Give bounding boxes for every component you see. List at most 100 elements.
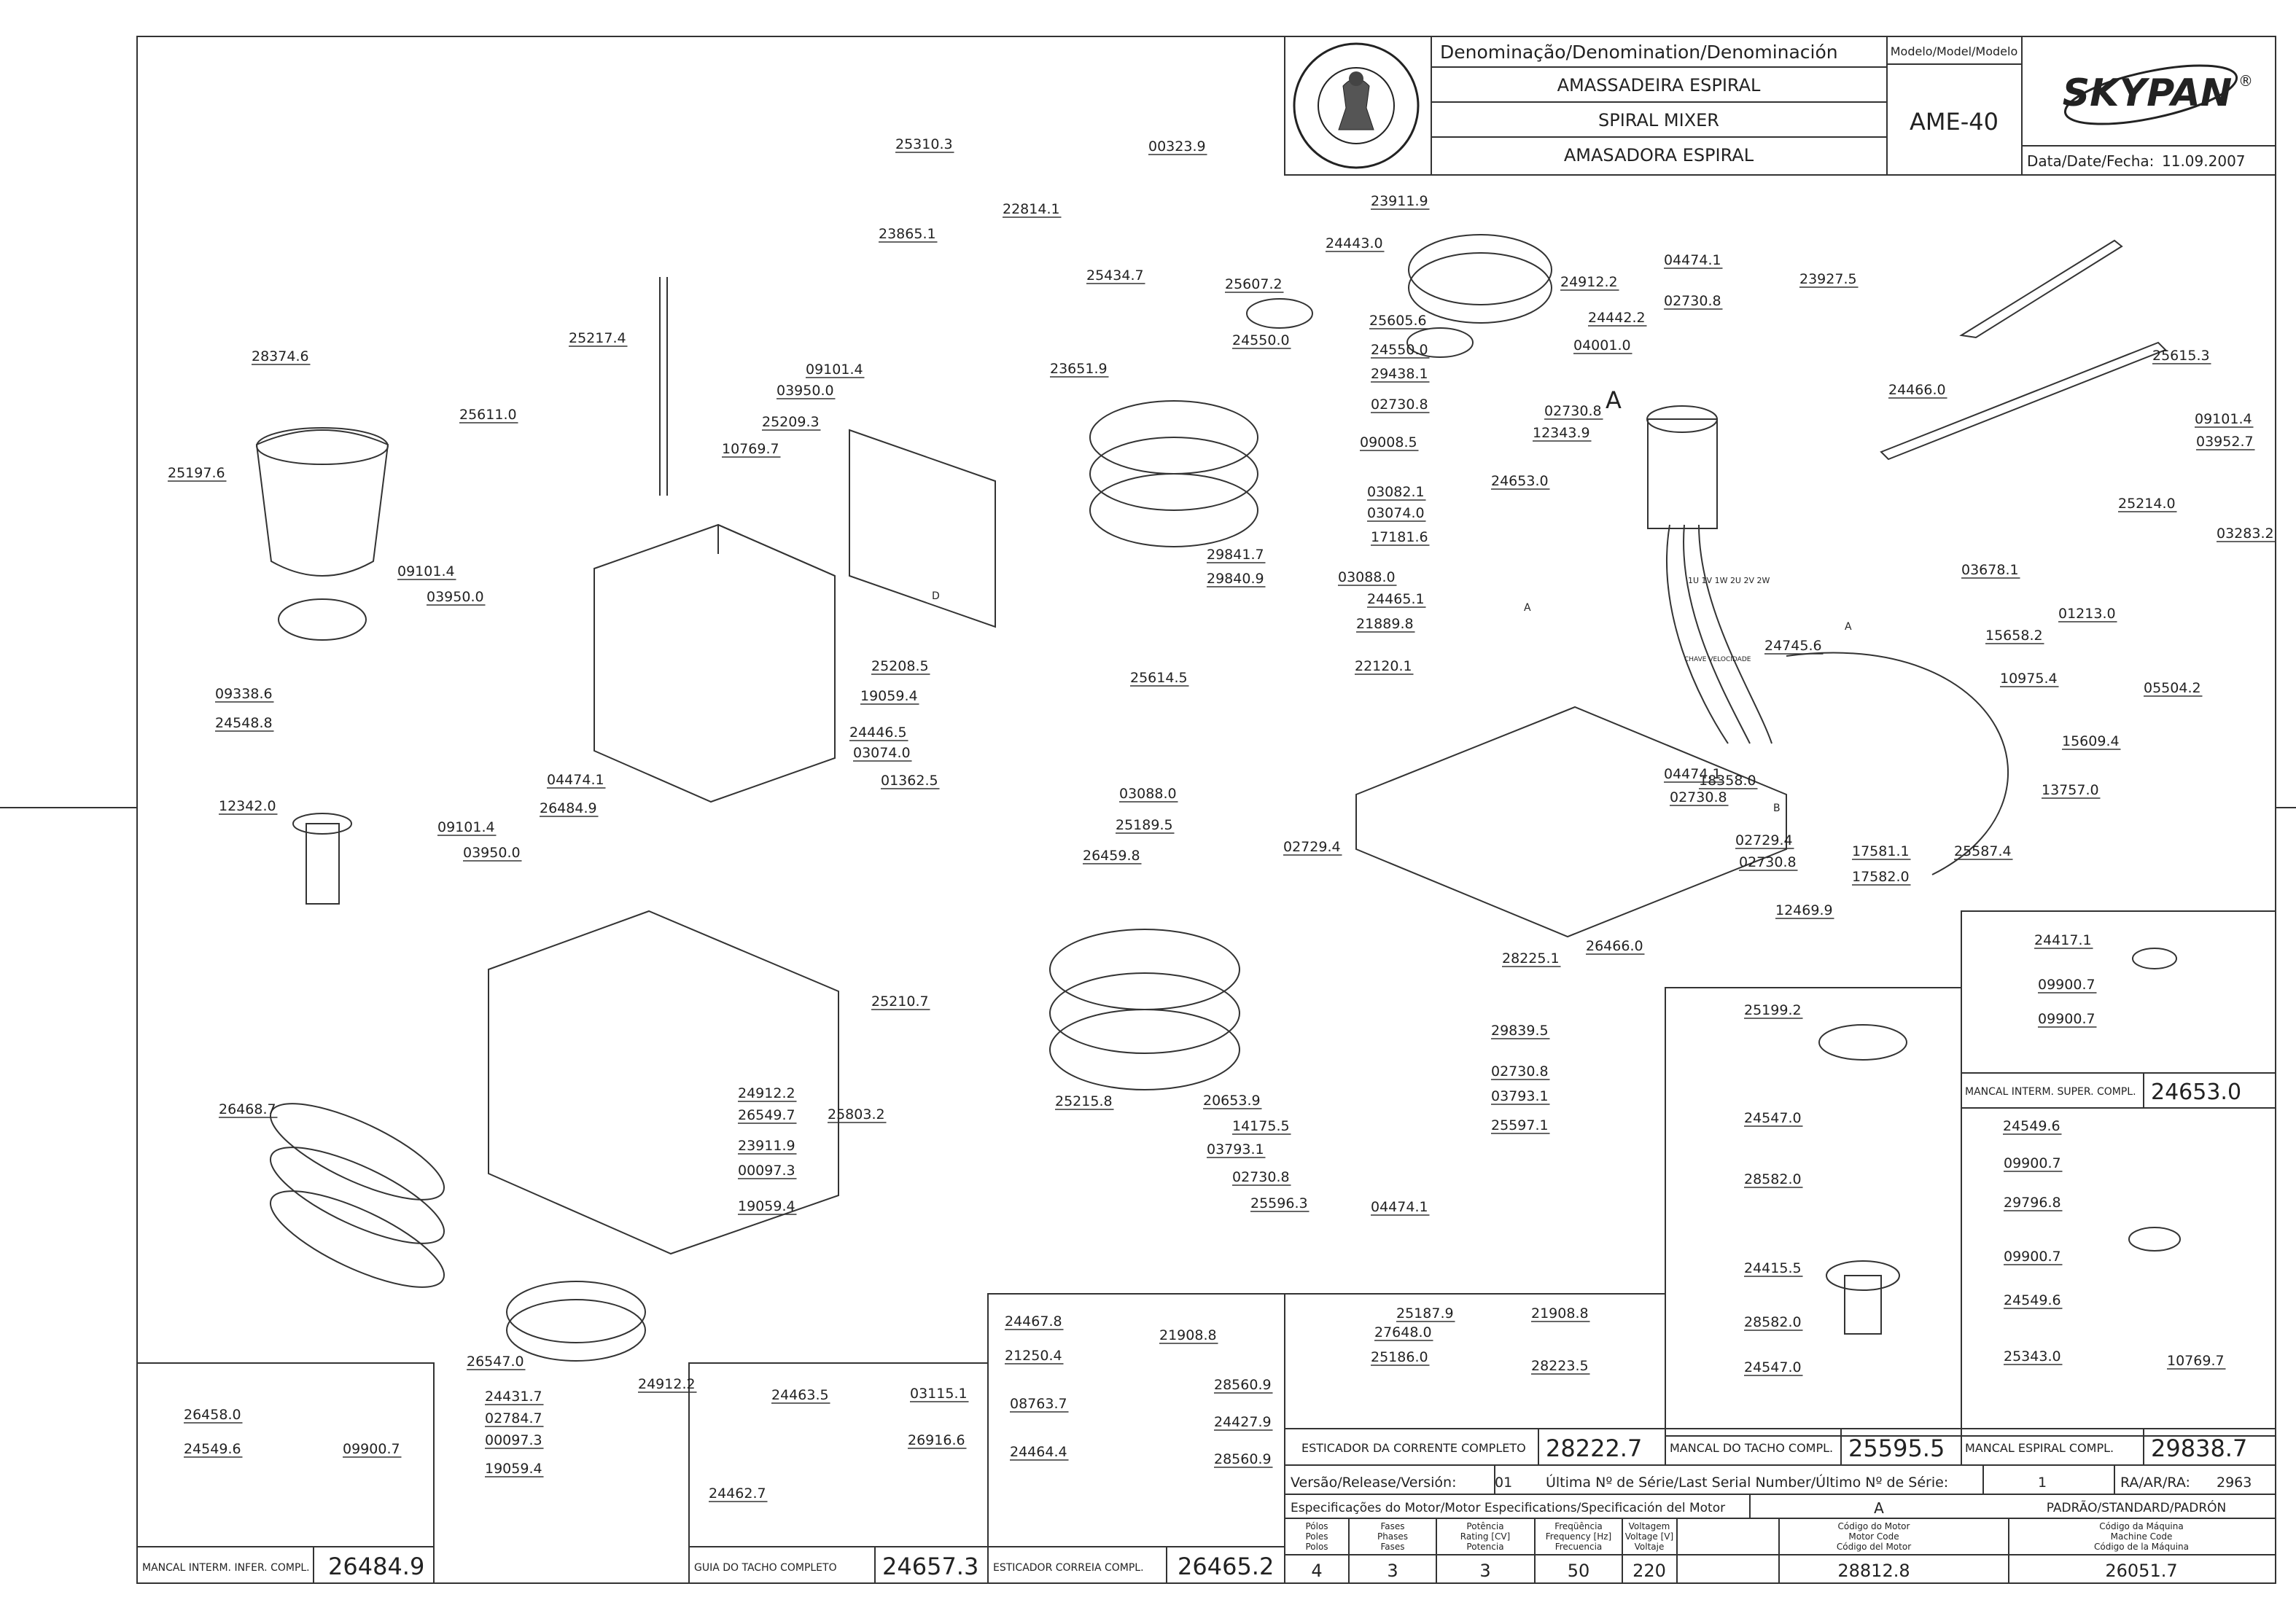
motor-column-value: 50 [1568,1561,1590,1581]
part-number-label: 25214.0 [2118,496,2176,512]
part-number-label: 24549.6 [2003,1118,2060,1134]
motor-column-header: Rating [CV] [1460,1531,1510,1542]
part-number-label: 09900.7 [2004,1155,2061,1171]
part-number-label: 09900.7 [2038,1011,2095,1027]
motor-letter: A [1874,1499,1884,1517]
part-number-label: 25187.9 [1396,1305,1454,1322]
part-number-label: 26466.0 [1586,938,1643,954]
motor-column-header: Voltage [V] [1625,1531,1673,1542]
title-block [1284,36,2276,176]
motor-column-header: Machine Code [2111,1531,2173,1542]
callout-a1: A [1606,386,1622,414]
part-number-label: 25343.0 [2004,1348,2061,1365]
model-value: AME-40 [1910,108,1999,136]
part-number-label: 12342.0 [219,798,276,814]
part-number-label: 25186.0 [1371,1349,1428,1365]
part-number-label: 14175.5 [1232,1118,1290,1134]
name-pt: AMASSADEIRA ESPIRAL [1557,75,1761,95]
part-number-label: 26459.8 [1083,848,1140,864]
part-number-label: 09900.7 [343,1441,400,1457]
callout-a2: A [1845,621,1852,633]
ra-value: 2963 [2217,1475,2252,1491]
assembly-name-24653: MANCAL INTERM. SUPER. COMPL. [1965,1086,2136,1098]
serial-value: 1 [2038,1475,2047,1491]
motor-column-header: Phases [1377,1531,1408,1542]
part-number-label: 02730.8 [1670,789,1727,805]
assembly-code-26484: 26484.9 [328,1553,424,1580]
part-number-label: 02730.8 [1544,403,1602,419]
part-number-label: 21908.8 [1531,1305,1589,1322]
assembly-name-29838: MANCAL ESPIRAL COMPL. [1965,1441,2114,1455]
part-number-label: 25189.5 [1116,817,1173,833]
part-number-label: 26468.7 [219,1101,276,1117]
part-number-label: 03950.0 [463,845,521,861]
motor-column-header: Potência [1466,1521,1503,1531]
switch-label: CHAVE VELOCIDADE [1684,656,1751,663]
part-number-label: 09900.7 [2038,977,2095,993]
part-number-label: 25605.6 [1369,313,1427,329]
part-number-label: 24549.6 [184,1441,241,1457]
part-number-label: 02729.4 [1735,832,1793,848]
date-value: 11.09.2007 [2162,152,2246,170]
part-number-label: 29438.1 [1371,366,1428,382]
motor-column-header: Código del Motor [1837,1542,1911,1552]
part-number-label: 04474.1 [547,772,604,788]
part-number-label: 28582.0 [1744,1314,1802,1330]
motor-column-header: Polos [1305,1542,1328,1552]
part-number-label: 00323.9 [1148,138,1206,155]
part-number-label: 18358.0 [1699,773,1756,789]
motor-column-header: Código da Máquina [2099,1521,2183,1531]
motor-column-header: Voltaje [1635,1542,1665,1552]
motor-column-header: Fases [1380,1542,1404,1552]
terminal-labels: 1U 1V 1W 2U 2V 2W [1688,576,1770,585]
part-number-label: 17582.0 [1852,869,1910,885]
part-number-label: 24653.0 [1491,473,1549,489]
part-number-label: 24466.0 [1888,382,1946,398]
motor-column-header: Frecuencia [1555,1542,1603,1552]
component-drawings [255,234,2181,1362]
motor-column-header: Pólos [1305,1521,1328,1531]
motor-column-header: Código de la Máquina [2094,1542,2189,1552]
part-number-label: 21889.8 [1356,616,1414,632]
part-number-label: 23911.9 [1371,193,1428,209]
part-number-label: 00097.3 [485,1432,542,1448]
part-number-label: 09101.4 [2195,411,2252,427]
part-number-label: 03115.1 [910,1386,968,1402]
assembly-code-26465: 26465.2 [1178,1553,1274,1580]
part-number-label: 05504.2 [2144,680,2201,696]
part-number-label: 09101.4 [397,563,455,579]
part-number-label: 24548.8 [215,715,273,731]
motor-column-header: Freqüência [1554,1521,1603,1531]
detail-callouts: 24417.109900.709900.724549.609900.729796… [184,932,2226,1502]
part-number-label: 01362.5 [881,773,938,789]
part-number-label: 23911.9 [738,1138,795,1154]
assembly-name-26465: ESTICADOR CORREIA COMPL. [993,1562,1144,1574]
motor-spec-label: Especificações do Motor/Motor Especifica… [1291,1501,1725,1515]
part-number-label: 24745.6 [1764,638,1822,654]
part-number-label: 25587.4 [1954,843,2012,859]
part-number-label: 25215.8 [1055,1093,1113,1109]
part-number-label: 24549.6 [2004,1292,2061,1308]
part-number-label: 25614.5 [1130,670,1188,686]
part-number-label: 24415.5 [1744,1260,1802,1276]
part-number-label: 19059.4 [485,1461,542,1477]
part-number-label: 23651.9 [1050,361,1108,377]
ra-label: RA/AR/RA: [2120,1475,2190,1491]
part-number-label: 03950.0 [427,589,484,605]
part-number-label: 25597.1 [1491,1117,1549,1133]
callout-a3: A [1524,602,1531,614]
part-number-label: 15658.2 [1985,628,2043,644]
part-number-label: 10769.7 [722,441,779,457]
callout-d: D [932,590,940,602]
part-number-label: 25434.7 [1086,268,1144,284]
part-number-label: 24550.0 [1232,332,1290,348]
part-number-label: 24417.1 [2034,932,2092,948]
part-number-label: 03082.1 [1367,484,1425,500]
part-number-label: 00097.3 [738,1163,795,1179]
name-en: SPIRAL MIXER [1598,110,1719,130]
part-number-label: 25210.7 [871,993,929,1010]
assembly-code-25595: 25595.5 [1848,1434,1945,1462]
part-number-label: 08763.7 [1010,1396,1067,1412]
part-number-label: 22814.1 [1003,201,1060,217]
